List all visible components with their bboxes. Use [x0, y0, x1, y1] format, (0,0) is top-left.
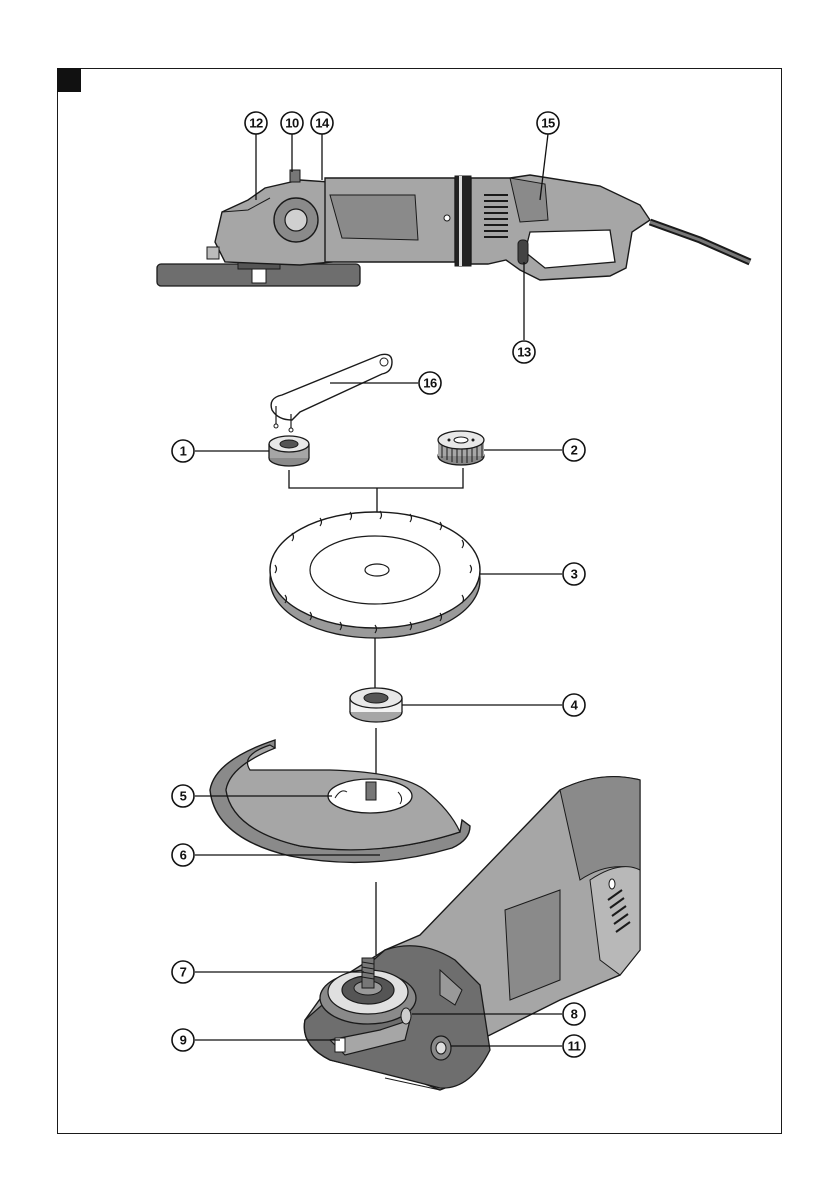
- diamond-blade: [270, 511, 480, 638]
- quick-clamping-nut: [438, 431, 484, 465]
- callout-10: 10: [281, 112, 303, 134]
- svg-text:2: 2: [571, 443, 578, 458]
- callout-1: 1: [172, 440, 194, 462]
- wheel-guard: [210, 740, 470, 862]
- callout-7: 7: [172, 961, 194, 983]
- callout-4: 4: [563, 694, 585, 716]
- grinder-side-view: [157, 170, 750, 286]
- svg-text:12: 12: [249, 116, 263, 131]
- flange-nut: [269, 436, 309, 466]
- callout-13: 13: [513, 341, 535, 363]
- svg-text:3: 3: [571, 567, 578, 582]
- backing-flange: [350, 688, 402, 722]
- spanner-wrench: [271, 354, 392, 432]
- svg-text:7: 7: [180, 965, 187, 980]
- svg-text:15: 15: [541, 116, 555, 131]
- svg-text:5: 5: [180, 789, 187, 804]
- svg-text:13: 13: [517, 345, 531, 360]
- svg-text:8: 8: [571, 1007, 578, 1022]
- svg-text:10: 10: [285, 116, 299, 131]
- callout-15: 15: [537, 112, 559, 134]
- callout-6: 6: [172, 844, 194, 866]
- callout-16: 16: [419, 372, 441, 394]
- svg-text:6: 6: [180, 848, 187, 863]
- callout-9: 9: [172, 1029, 194, 1051]
- callout-8: 8: [563, 1003, 585, 1025]
- svg-text:16: 16: [423, 376, 437, 391]
- callout-3: 3: [563, 563, 585, 585]
- callout-11: 11: [563, 1035, 585, 1057]
- svg-text:14: 14: [315, 116, 330, 131]
- callout-5: 5: [172, 785, 194, 807]
- svg-text:11: 11: [568, 1039, 581, 1054]
- callout-2: 2: [563, 439, 585, 461]
- svg-text:9: 9: [180, 1033, 187, 1048]
- svg-text:1: 1: [180, 444, 187, 459]
- callout-14: 14: [311, 112, 333, 134]
- callout-12: 12: [245, 112, 267, 134]
